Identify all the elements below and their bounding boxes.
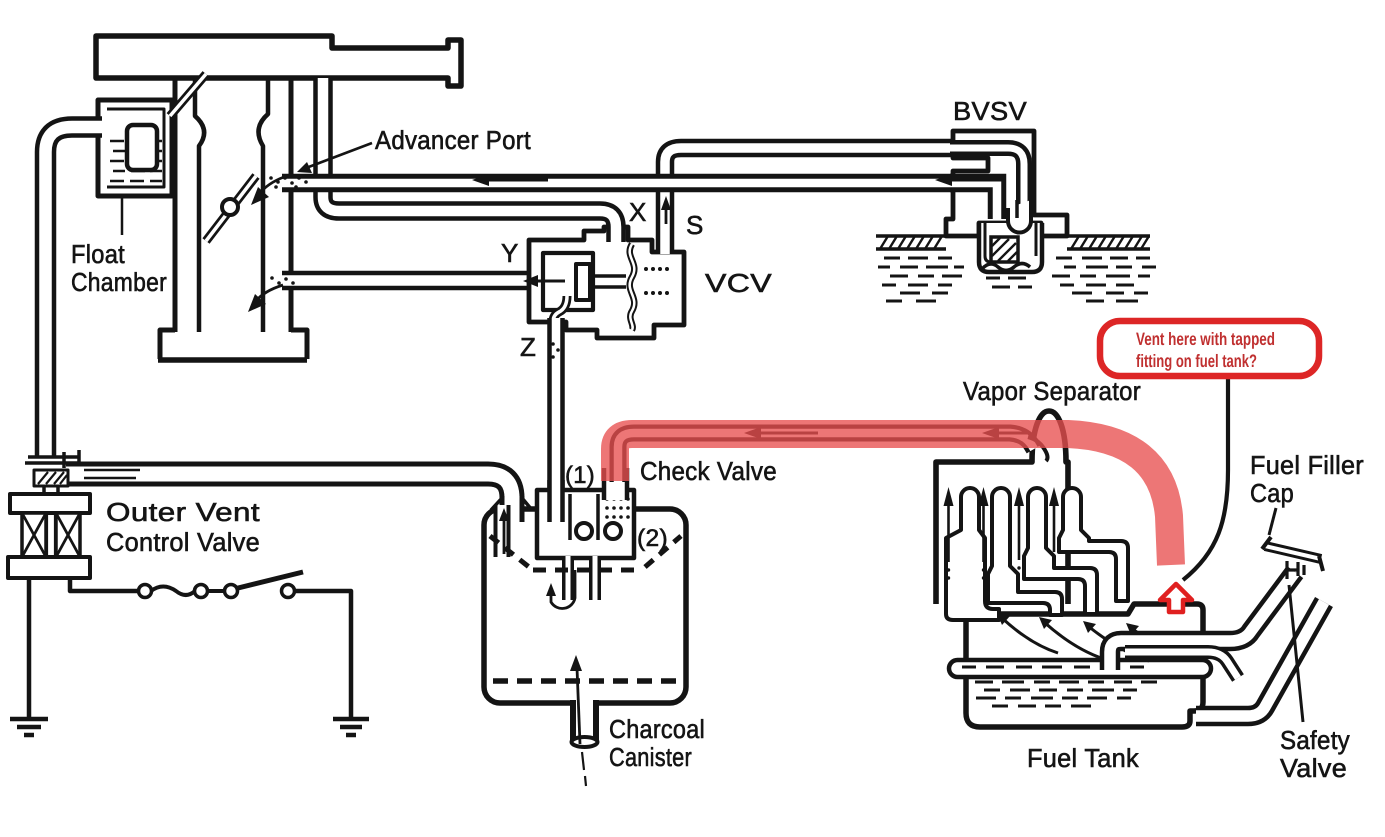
svg-text:VCV: VCV	[705, 268, 772, 298]
svg-text:Fuel Filler: Fuel Filler	[1250, 450, 1364, 480]
svg-text:X: X	[629, 197, 647, 227]
svg-text:Chamber: Chamber	[71, 267, 167, 297]
svg-text:BVSV: BVSV	[953, 96, 1027, 126]
svg-text:Outer Vent: Outer Vent	[106, 497, 261, 527]
svg-text:(2): (2)	[637, 525, 668, 552]
svg-text:Canister: Canister	[609, 742, 692, 772]
svg-text:Safety: Safety	[1280, 725, 1350, 755]
svg-text:Z: Z	[520, 332, 536, 362]
svg-text:(1): (1)	[565, 462, 595, 489]
svg-text:Fuel Tank: Fuel Tank	[1027, 743, 1140, 773]
svg-text:fitting on fuel tank?: fitting on fuel tank?	[1136, 351, 1257, 371]
svg-text:Control Valve: Control Valve	[106, 527, 260, 557]
svg-text:S: S	[686, 210, 704, 240]
svg-text:Charcoal: Charcoal	[609, 714, 705, 744]
svg-text:Check Valve: Check Valve	[640, 456, 777, 486]
svg-text:Y: Y	[501, 238, 519, 268]
svg-text:Cap: Cap	[1250, 478, 1294, 508]
svg-text:Float: Float	[71, 239, 125, 269]
svg-text:Valve: Valve	[1280, 753, 1347, 783]
svg-text:Vent here with tapped: Vent here with tapped	[1136, 329, 1275, 349]
svg-text:Vapor Separator: Vapor Separator	[963, 376, 1141, 406]
svg-text:Advancer Port: Advancer Port	[375, 125, 531, 155]
